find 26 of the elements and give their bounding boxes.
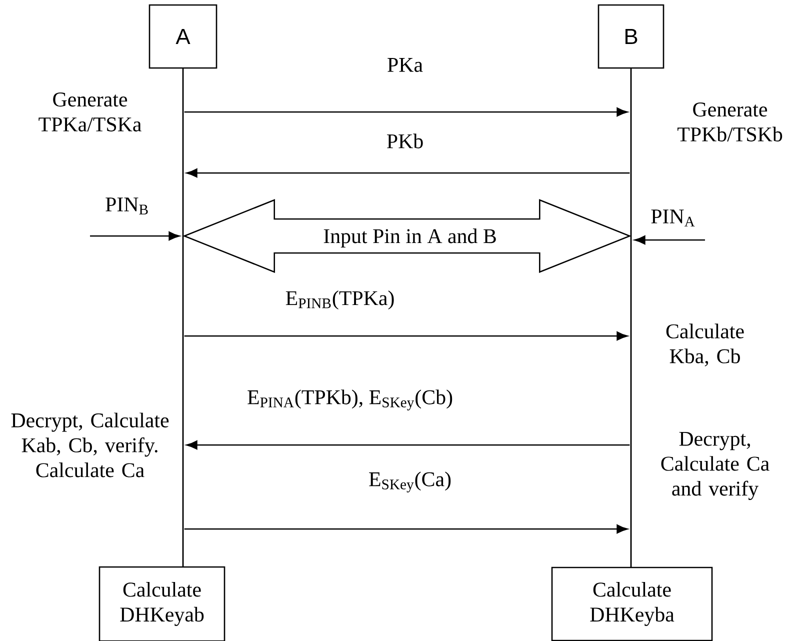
arrow: [186, 168, 630, 178]
arrow: [184, 108, 628, 116]
participant-box: A: [148, 4, 218, 69]
edge-label: E$_{PINA}$(TPKb), E$_{SKey}$(Cb): [246, 388, 454, 412]
note-text: Decrypt, Calculate Kab, Cb, verify. Calculate Ca: [11, 412, 169, 478]
note-text: Calculate Kba, Cb: [666, 324, 744, 366]
edge-label: PIN$_{A}$: [650, 208, 696, 228]
note-text: Decrypt, Calculate Ca and verify: [661, 432, 770, 500]
edge-label: Input Pin in A and B: [322, 228, 498, 248]
arrow: [186, 440, 630, 450]
process-box: Calculate DHKeyba: [551, 566, 713, 641]
note-text: Generate TPKb/TSKb: [677, 102, 782, 142]
lifeline: [630, 68, 632, 568]
edge-label: E$_{PINB}$(TPKa): [284, 290, 396, 310]
arrow: [184, 332, 628, 340]
edge-label: PKa: [386, 57, 424, 73]
edge-label: PKb: [385, 132, 425, 150]
note-text: Generate TPKa/TSKa: [38, 92, 142, 132]
participant-box: B: [598, 4, 664, 69]
arrow: [184, 524, 628, 534]
arrow: [634, 235, 705, 244]
arrow: [90, 231, 180, 240]
lifeline: [182, 68, 184, 568]
edge-label: E$_{SKey}$(Ca): [368, 470, 452, 494]
process-box: Calculate DHKeyab: [98, 566, 226, 641]
edge-label: PIN$_{B}$: [104, 196, 150, 216]
